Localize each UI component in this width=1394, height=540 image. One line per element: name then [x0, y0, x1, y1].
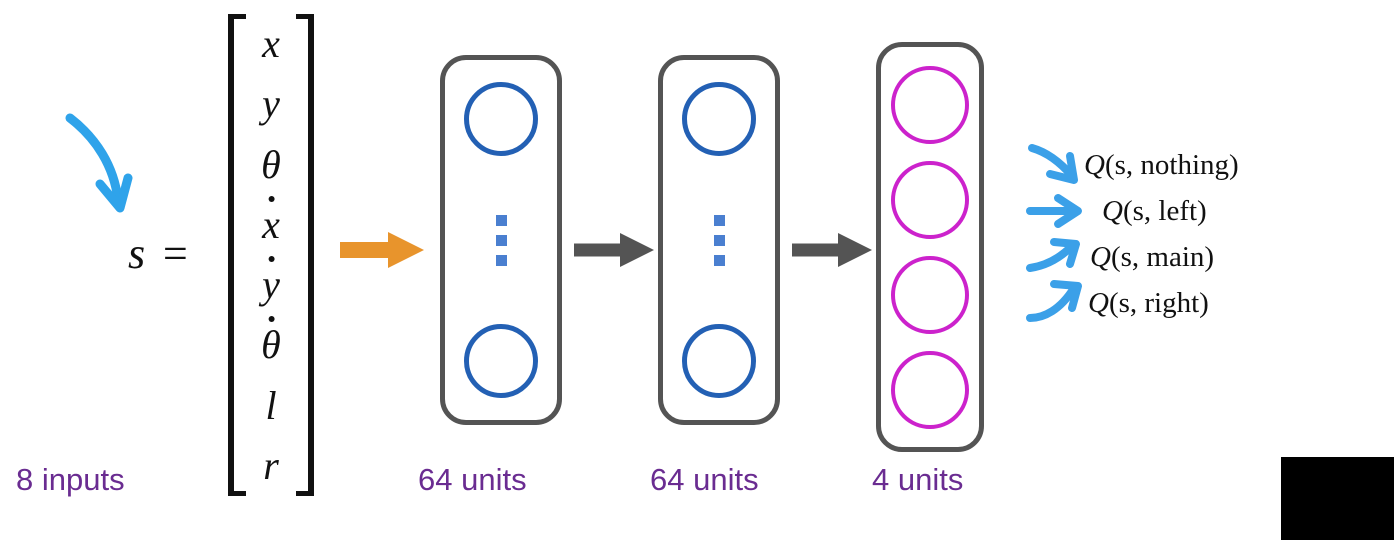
layer-caption-output: 4 units: [872, 462, 964, 497]
output-row-right: Q(s, right): [1026, 280, 1326, 326]
gray-flow-arrow-2: [792, 233, 872, 267]
node-magenta: [891, 350, 969, 429]
node-blue: [682, 82, 756, 156]
state-equation-label: s =: [128, 229, 192, 278]
bracket-left-icon: [228, 14, 246, 496]
output-label-right: Q(s, right): [1088, 286, 1209, 319]
black-block: [1281, 457, 1394, 540]
state-vector-entry: y: [262, 81, 280, 127]
output-label-nothing: Q(s, nothing): [1084, 148, 1239, 181]
layer-caption-hidden-1: 64 units: [418, 462, 527, 497]
state-vector-entry: θ: [261, 322, 281, 368]
state-vector-entry: y: [262, 262, 280, 308]
state-vector-entry: l: [265, 382, 277, 428]
layer-caption-hidden-2: 64 units: [650, 462, 759, 497]
orange-flow-arrow: [340, 232, 424, 268]
output-row-left: Q(s, left): [1026, 188, 1326, 234]
state-vector-entry: r: [263, 442, 279, 488]
node-blue: [464, 324, 538, 398]
state-vector-entry: θ: [261, 141, 281, 187]
node-magenta: [891, 65, 969, 144]
output-label-left: Q(s, left): [1102, 194, 1207, 227]
output-row-main: Q(s, main): [1026, 234, 1326, 280]
blue-annotation-arrow: [65, 113, 133, 213]
vertical-ellipsis-icon: [495, 214, 507, 266]
vertical-ellipsis-icon: [713, 214, 725, 266]
output-row-nothing: Q(s, nothing): [1026, 142, 1326, 188]
straight-right-arrow-icon: [1026, 194, 1082, 228]
node-blue: [464, 82, 538, 156]
curved-up-right-arrow-icon: [1026, 238, 1080, 272]
state-vector-entry: x: [262, 21, 280, 67]
layer-box-output: [876, 42, 984, 452]
node-magenta: [891, 160, 969, 239]
curved-up-right-arrow-icon: [1026, 280, 1082, 322]
node-blue: [682, 324, 756, 398]
curved-down-right-arrow-icon: [1028, 144, 1078, 184]
state-vector-entry: x: [262, 201, 280, 247]
layer-caption-input: 8 inputs: [16, 462, 125, 497]
layer-box-hidden-1: [440, 55, 562, 425]
gray-flow-arrow-1: [574, 233, 654, 267]
output-list: Q(s, nothing) Q(s, left) Q(s, main): [1026, 142, 1326, 326]
output-label-main: Q(s, main): [1090, 240, 1215, 273]
node-magenta: [891, 255, 969, 334]
bracket-right-icon: [296, 14, 314, 496]
layer-box-hidden-2: [658, 55, 780, 425]
